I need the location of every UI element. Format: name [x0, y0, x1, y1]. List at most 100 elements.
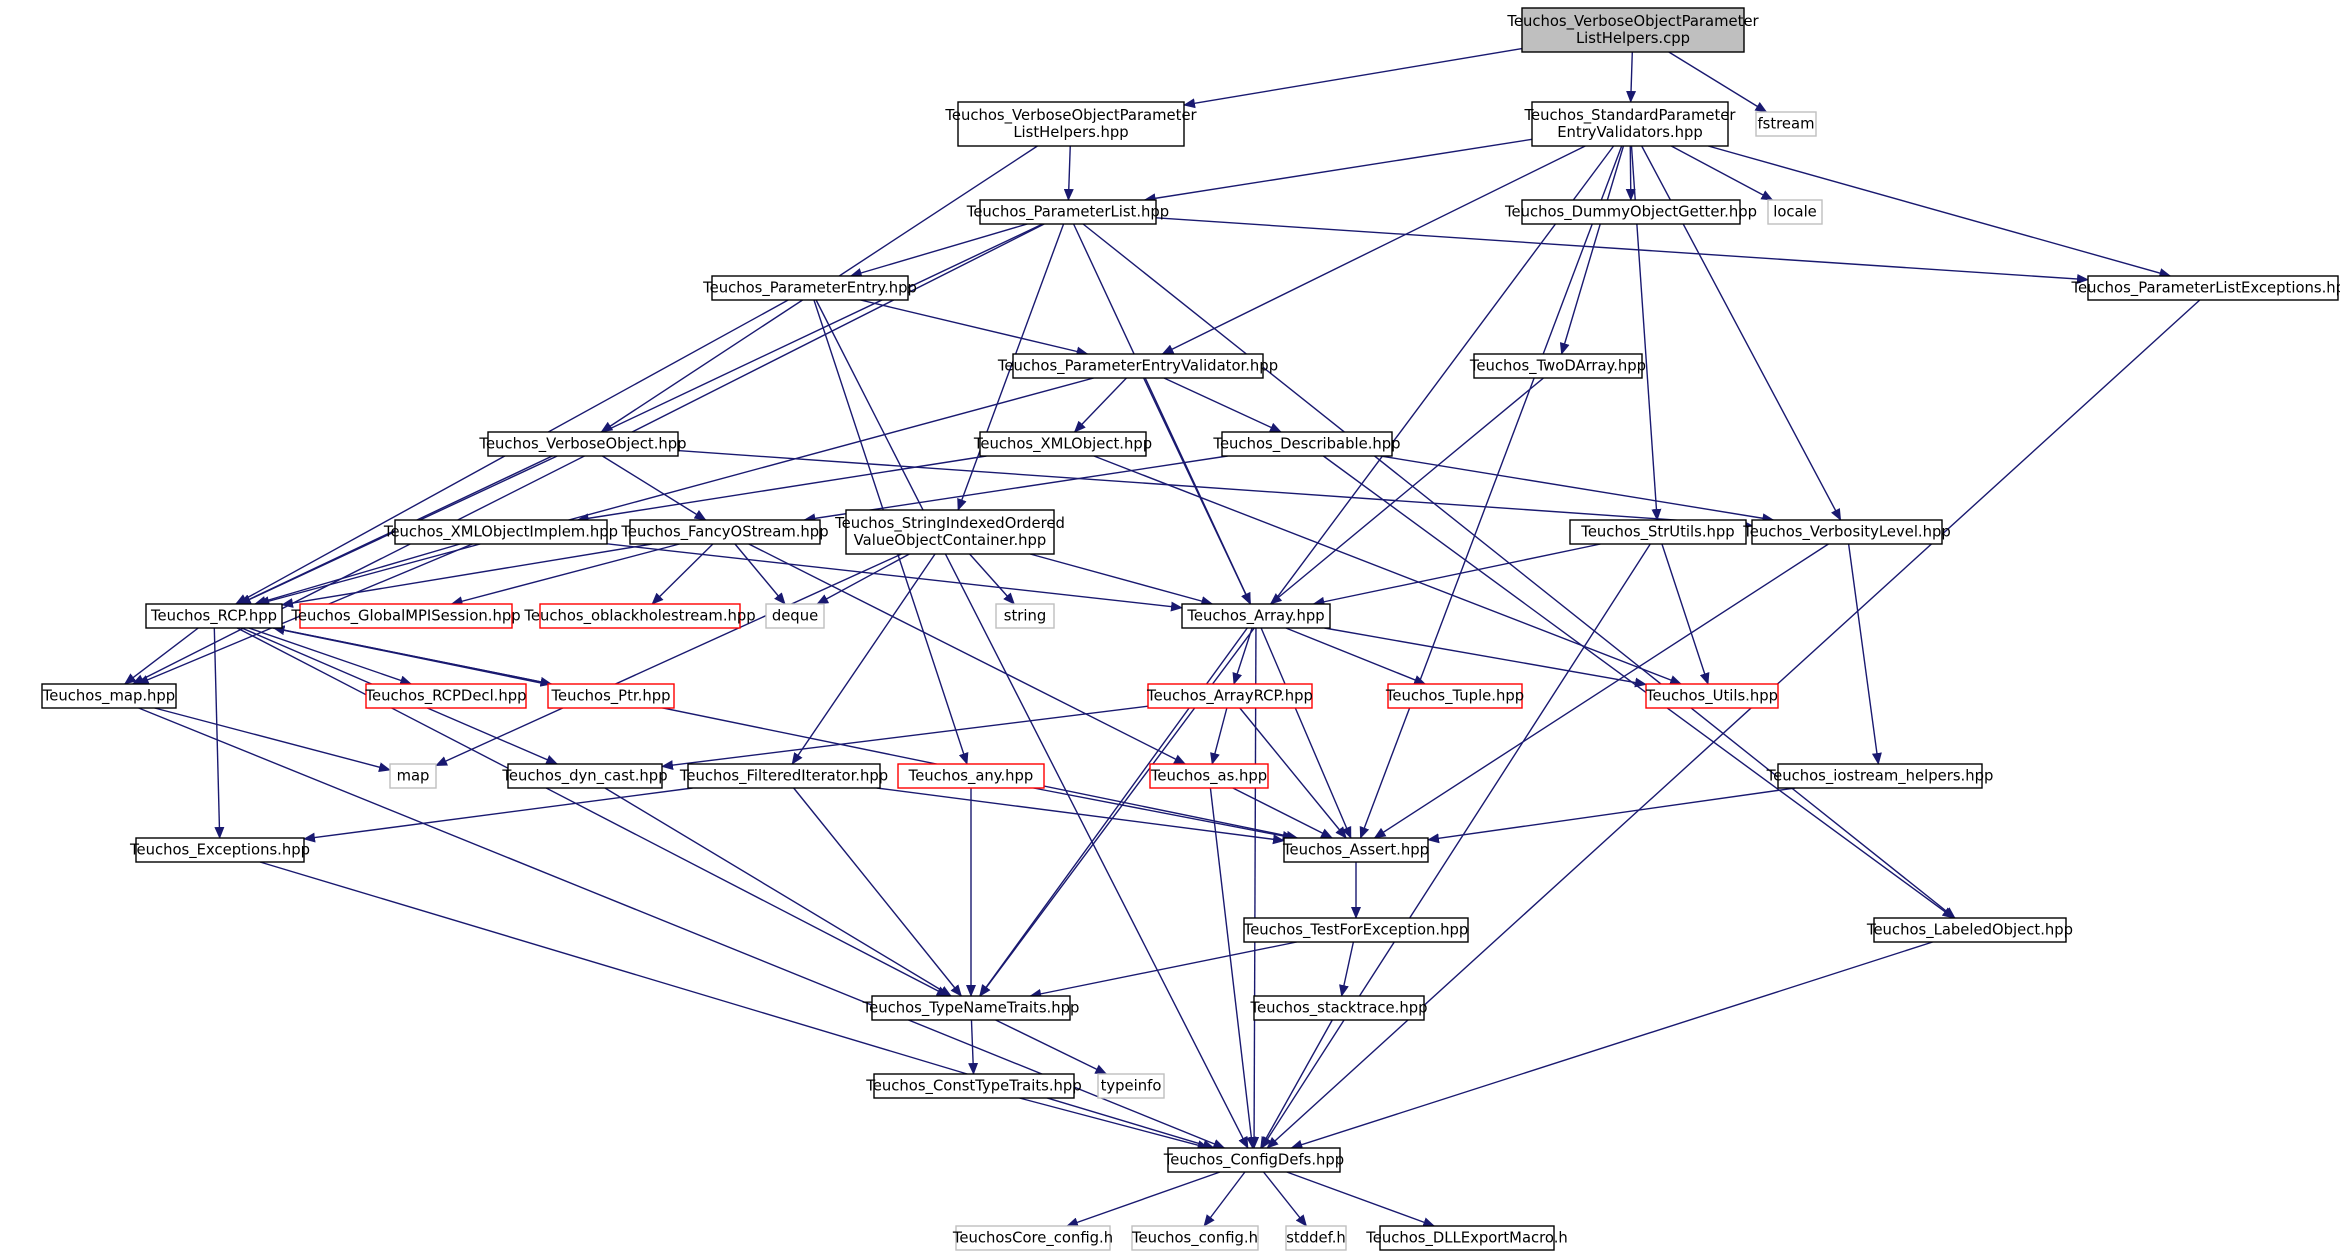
node-labeled[interactable]: Teuchos_LabeledObject.hpp — [1866, 917, 2073, 943]
node-box — [1221, 431, 1393, 457]
node-arcp[interactable]: Teuchos_ArrayRCP.hpp — [1146, 683, 1313, 709]
node-label: Teuchos_config.h — [1131, 1230, 1258, 1247]
node-tuple[interactable]: Teuchos_Tuple.hpp — [1385, 683, 1524, 709]
node-filt[interactable]: Teuchos_FilteredIterator.hpp — [679, 763, 888, 789]
node-label: Teuchos_TwoDArray.hpp — [1469, 358, 1646, 375]
node-box — [487, 431, 679, 457]
edge-fancy-to-gmpi — [450, 543, 680, 607]
node-box — [1767, 199, 1823, 225]
node-box — [1521, 7, 1745, 53]
node-box — [507, 763, 663, 789]
node-label: Teuchos_stacktrace.hpp — [1249, 1000, 1427, 1017]
node-locale[interactable]: locale — [1767, 199, 1823, 225]
node-root[interactable]: Teuchos_VerboseObjectParameterListHelper… — [1506, 7, 1760, 53]
node-ctt[interactable]: Teuchos_ConstTypeTraits.hpp — [865, 1073, 1082, 1099]
node-vobj[interactable]: Teuchos_VerboseObject.hpp — [478, 431, 687, 457]
node-tfe[interactable]: Teuchos_TestForException.hpp — [1243, 917, 1469, 943]
node-dummy[interactable]: Teuchos_DummyObjectGetter.hpp — [1504, 199, 1757, 225]
edge-pentry-to-config — [815, 299, 1249, 1149]
node-xmlimpl[interactable]: Teuchos_XMLObjectImplem.hpp — [383, 519, 618, 545]
node-label: Teuchos_as.hpp — [1150, 768, 1267, 785]
node-exc[interactable]: Teuchos_Exceptions.hpp — [129, 837, 310, 863]
node-tcconf[interactable]: TeuchosCore_config.h — [952, 1225, 1113, 1251]
edge-config-to-tcconf — [1066, 1171, 1221, 1228]
node-map[interactable]: Teuchos_map.hpp — [41, 683, 177, 709]
node-strutils[interactable]: Teuchos_StrUtils.hpp — [1569, 519, 1747, 545]
node-box — [711, 275, 909, 301]
edge-pev-to-descr — [1163, 377, 1282, 433]
edge-plist-to-sioc — [957, 223, 1065, 511]
node-descr[interactable]: Teuchos_Describable.hpp — [1212, 431, 1401, 457]
edge-fancy-to-oblack — [651, 543, 714, 605]
node-label: Teuchos_ConfigDefs.hpp — [1163, 1152, 1344, 1169]
node-box — [765, 603, 825, 629]
node-plexc[interactable]: Teuchos_ParameterListExceptions.hpp — [2071, 275, 2340, 301]
node-box — [1473, 353, 1643, 379]
node-sioc[interactable]: Teuchos_StringIndexedOrderedValueObjectC… — [834, 509, 1065, 555]
node-box — [979, 199, 1157, 225]
node-xmlobj[interactable]: Teuchos_XMLObject.hpp — [973, 431, 1152, 457]
node-array[interactable]: Teuchos_Array.hpp — [1181, 603, 1331, 629]
node-ptr[interactable]: Teuchos_Ptr.hpp — [547, 683, 675, 709]
node-box — [394, 519, 608, 545]
node-box — [365, 683, 527, 709]
node-assert[interactable]: Teuchos_Assert.hpp — [1282, 837, 1429, 863]
node-label: Teuchos_Array.hpp — [1186, 608, 1324, 625]
node-iohelp[interactable]: Teuchos_iostream_helpers.hpp — [1766, 763, 1994, 789]
node-label: Teuchos_RCP.hpp — [150, 608, 277, 625]
node-plist[interactable]: Teuchos_ParameterList.hpp — [966, 199, 1169, 225]
edge-tfe-to-stack — [1339, 941, 1355, 997]
node-fstream[interactable]: fstream — [1755, 111, 1817, 137]
node-box — [955, 1225, 1111, 1251]
node-pev[interactable]: Teuchos_ParameterEntryValidator.hpp — [997, 353, 1278, 379]
edge-tnt-to-ctt — [968, 1019, 979, 1075]
node-deque[interactable]: deque — [765, 603, 825, 629]
node-gmpi[interactable]: Teuchos_GlobalMPISession.hpp — [290, 603, 521, 629]
node-vophpp[interactable]: Teuchos_VerboseObjectParameterListHelper… — [944, 101, 1198, 147]
node-dll[interactable]: Teuchos_DLLExportMacro.h — [1365, 1225, 1568, 1251]
node-rcp[interactable]: Teuchos_RCP.hpp — [145, 603, 283, 629]
node-as[interactable]: Teuchos_as.hpp — [1149, 763, 1269, 789]
edge-strutils-to-array — [1312, 543, 1601, 607]
node-tconf[interactable]: Teuchos_config.h — [1131, 1225, 1259, 1251]
node-box — [1873, 917, 2067, 943]
node-label: typeinfo — [1101, 1078, 1162, 1095]
edge-array-to-tuple — [1285, 627, 1427, 685]
edge-sioc-to-deque — [816, 553, 910, 605]
edge-rcp-to-exc — [213, 627, 225, 839]
node-typeinfo[interactable]: typeinfo — [1097, 1073, 1165, 1099]
edge-sioc-to-string — [969, 553, 1015, 605]
node-pentry[interactable]: Teuchos_ParameterEntry.hpp — [702, 275, 917, 301]
node-label: Teuchos_FancyOStream.hpp — [620, 524, 828, 541]
node-label: Teuchos_dyn_cast.hpp — [501, 768, 667, 785]
node-config[interactable]: Teuchos_ConfigDefs.hpp — [1163, 1147, 1344, 1173]
node-box — [1387, 683, 1523, 709]
node-verblevel[interactable]: Teuchos_VerbosityLevel.hpp — [1742, 519, 1951, 545]
node-dyncast[interactable]: Teuchos_dyn_cast.hpp — [501, 763, 668, 789]
node-utils[interactable]: Teuchos_Utils.hpp — [1645, 683, 1779, 709]
edge-descr-to-verblevel — [1380, 455, 1775, 524]
node-twod[interactable]: Teuchos_TwoDArray.hpp — [1469, 353, 1646, 379]
edge-plist-to-labeled — [1082, 223, 1956, 919]
node-mapstd[interactable]: map — [389, 763, 437, 789]
edge-fancy-to-deque — [734, 543, 786, 605]
node-box — [1645, 683, 1779, 709]
node-fancy[interactable]: Teuchos_FancyOStream.hpp — [620, 519, 829, 545]
node-box — [1379, 1225, 1555, 1251]
edge-spev-to-locale — [1670, 145, 1774, 201]
node-spev[interactable]: Teuchos_StandardParameterEntryValidators… — [1524, 101, 1737, 147]
node-tnt[interactable]: Teuchos_TypeNameTraits.hpp — [862, 995, 1080, 1021]
node-any[interactable]: Teuchos_any.hpp — [897, 763, 1045, 789]
edge-pev-to-xmlobj — [1073, 377, 1127, 433]
edge-strutils-to-config — [1261, 543, 1651, 1149]
node-stack[interactable]: Teuchos_stacktrace.hpp — [1249, 995, 1428, 1021]
node-string[interactable]: string — [995, 603, 1055, 629]
edge-twod-to-array — [1269, 377, 1544, 605]
edge-rcp-to-rcpdecl — [248, 627, 413, 686]
edge-vophpp-to-plist — [1063, 145, 1074, 201]
edge-rcp-to-assert — [272, 627, 1299, 841]
node-stddef[interactable]: stddef.h — [1285, 1225, 1347, 1251]
node-rcpdecl[interactable]: Teuchos_RCPDecl.hpp — [364, 683, 527, 709]
node-label: Teuchos_XMLObjectImplem.hpp — [383, 524, 618, 541]
node-oblack[interactable]: Teuchos_oblackholestream.hpp — [523, 603, 756, 629]
